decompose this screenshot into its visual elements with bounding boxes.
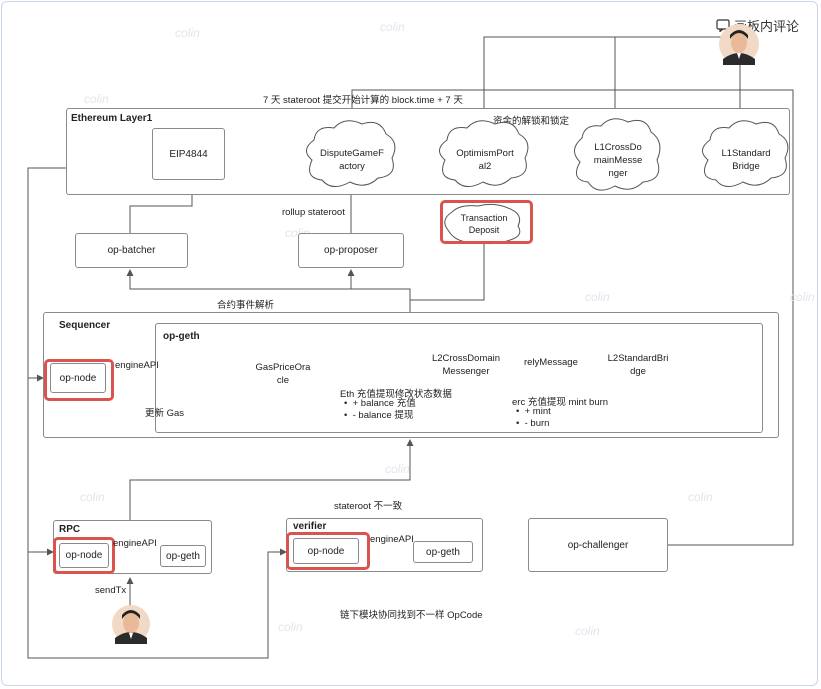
eth-item-label: + balance 充值 (352, 398, 416, 409)
cloud-line: Bridge (732, 161, 760, 172)
line-rpc-seq (129, 439, 414, 520)
cloud-line: DisputeGameF (320, 148, 384, 159)
cloud-l1bridge-shape (702, 120, 789, 187)
erc-item-label: - burn (524, 418, 550, 429)
cloud-line: L2CrossDomain (431, 353, 501, 364)
cloud-line: dge (630, 366, 646, 377)
dispute-game-factory-cloud[interactable]: DisputeGameF actory (312, 147, 392, 173)
sequencer-op-node[interactable]: op-node (50, 363, 106, 393)
cloud-line: L1Standard (721, 148, 771, 159)
cloud-line: Deposit (468, 225, 500, 235)
list-item: • + mint (516, 406, 551, 417)
erc-item-label: + mint (524, 406, 551, 417)
cloud-dispute-shape (306, 120, 396, 187)
cloud-line: al2 (478, 161, 492, 172)
cloud-line: GasPriceOra (255, 362, 311, 373)
gas-price-oracle-cloud[interactable]: GasPriceOra cle (243, 361, 323, 387)
highlight-transaction-deposit (440, 200, 533, 244)
eth-deposit-list: • + balance 充值 • - balance 提现 (344, 398, 416, 422)
eip4844-node[interactable]: EIP4844 (152, 128, 225, 180)
comment-icon (716, 19, 730, 32)
op-proposer-node[interactable]: op-proposer (298, 233, 404, 268)
erc-title: erc 充值提现 mint burn (512, 397, 609, 408)
line-user-l1cross (611, 36, 725, 131)
optimism-portal-cloud[interactable]: OptimismPort al2 (445, 147, 525, 173)
cloud-portal-shape (439, 120, 529, 187)
cloud-line: Transaction (460, 213, 508, 223)
watermark: colin (380, 20, 405, 34)
funds-label: 资金的解锁和锁定 (493, 116, 570, 127)
rpc-group-title: RPC (59, 524, 81, 535)
l2-standard-bridge-cloud[interactable]: L2StandardBri dge (590, 352, 686, 378)
user-avatar-icon (111, 604, 151, 649)
watermark: colin (688, 490, 713, 504)
l2-cross-domain-messenger-cloud[interactable]: L2CrossDomain Messenger (418, 352, 514, 378)
cloud-line: nger (608, 168, 628, 179)
line-event-batcher (126, 269, 411, 312)
l1-standard-bridge-cloud[interactable]: L1Standard Bridge (706, 147, 786, 173)
watermark: colin (84, 92, 109, 106)
offchain-opcode-label: 链下模块协同找到不一样 OpCode (340, 610, 483, 621)
line-challenger-dispute (348, 89, 794, 546)
cloud-line: L1CrossDo (594, 142, 642, 153)
eth-deposit-title: Eth 充值提现修改状态数据 (340, 389, 452, 400)
watermark: colin (585, 290, 610, 304)
seq-engine-api-label: engineAPI (115, 360, 159, 371)
watermark: colin (278, 620, 303, 634)
rollup-stateroot-label: rollup stateroot (282, 207, 345, 218)
cloud-line: L2StandardBri (607, 353, 669, 364)
op-geth-group (155, 323, 763, 433)
send-tx-label: sendTx (95, 585, 127, 596)
watermark: colin (80, 490, 105, 504)
rpc-op-geth[interactable]: op-geth (160, 545, 206, 567)
cloud-line: cle (276, 375, 290, 386)
verifier-op-node[interactable]: op-node (293, 538, 359, 564)
list-item: • + balance 充值 (344, 398, 416, 409)
rely-message-label: relyMessage (522, 357, 580, 368)
user-avatar-icon (718, 23, 760, 70)
list-item: • - balance 提现 (344, 410, 414, 421)
op-geth-group-title: op-geth (163, 331, 200, 342)
list-item: • - burn (516, 418, 550, 429)
cloud-line: OptimismPort (456, 148, 514, 159)
line-left-loop (27, 167, 287, 659)
sequencer-group-title: Sequencer (59, 320, 111, 331)
top-stateroot-label: 7 天 stateroot 提交开始计算的 block.time + 7 天 (263, 95, 463, 106)
watermark: colin (790, 290, 815, 304)
highlight-verifier-op-node (286, 532, 370, 570)
op-batcher-node[interactable]: op-batcher (75, 233, 188, 268)
transaction-deposit-cloud[interactable]: Transaction Deposit (444, 212, 524, 236)
watermark: colin (175, 26, 200, 40)
l1-group-title: Ethereum Layer1 (71, 113, 153, 124)
op-challenger-node[interactable]: op-challenger (528, 518, 668, 572)
cloud-line: mainMesse (593, 155, 643, 166)
l1-cross-domain-messenger-cloud[interactable]: L1CrossDo mainMesse nger (578, 141, 658, 180)
watermark: colin (385, 462, 410, 476)
update-gas-label: 更新 Gas (145, 408, 185, 419)
cloud-l1cross-shape (574, 118, 661, 191)
eth-item-label: - balance 提现 (352, 410, 414, 421)
verifier-engine-api-label: engineAPI (370, 534, 414, 545)
rpc-op-node[interactable]: op-node (59, 543, 109, 568)
contract-event-label: 合约事件解析 (215, 297, 277, 311)
highlight-rpc-op-node (53, 537, 115, 574)
highlight-sequencer-op-node (44, 359, 114, 401)
verifier-group-title: verifier (293, 521, 327, 532)
cloud-line: actory (339, 161, 365, 172)
cloud-line: Messenger (442, 366, 490, 377)
verifier-op-geth[interactable]: op-geth (413, 541, 473, 563)
watermark: colin (575, 624, 600, 638)
rpc-engine-api-label: engineAPI (113, 538, 157, 549)
stateroot-mismatch-label: stateroot 不一致 (334, 501, 403, 512)
erc-list: • + mint • - burn (516, 406, 551, 430)
